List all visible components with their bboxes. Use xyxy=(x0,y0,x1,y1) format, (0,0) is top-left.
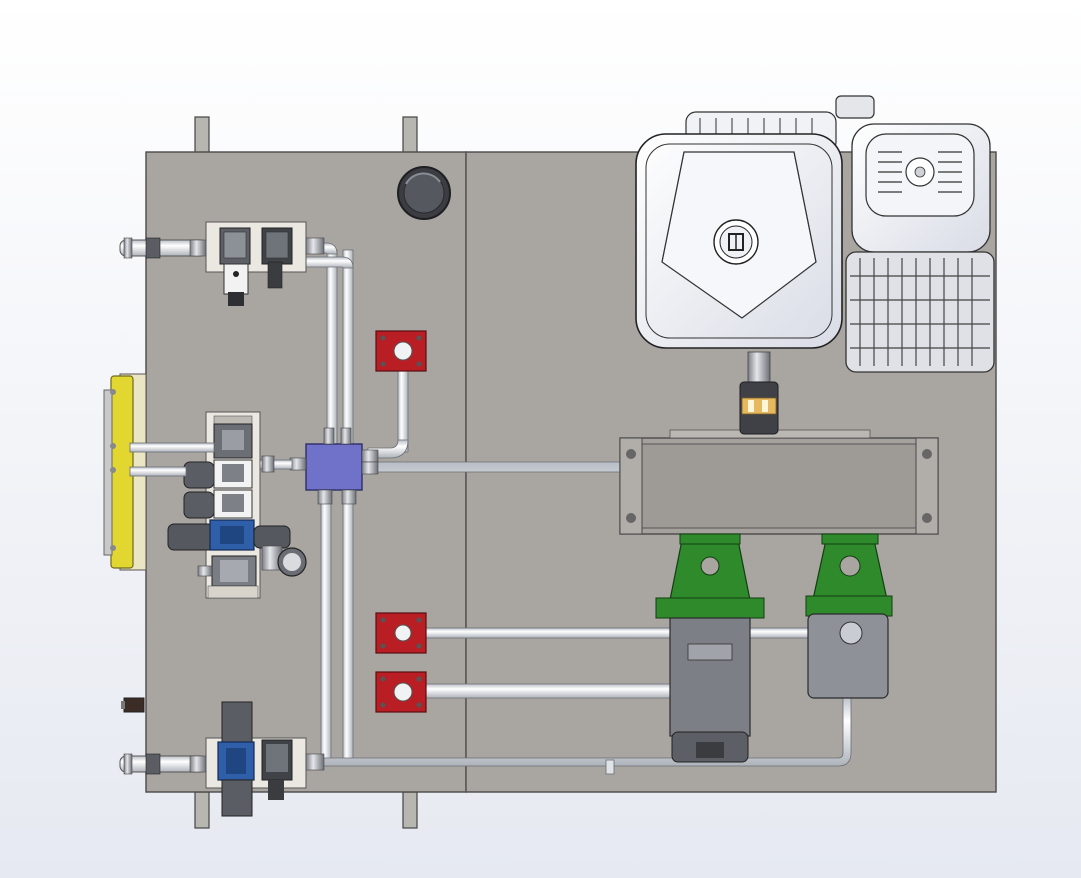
lifting-lug-bottom-right xyxy=(402,791,418,829)
directional-valve-top xyxy=(119,221,325,306)
mounting-flange-3 xyxy=(375,671,427,713)
hydraulic-pump-1 xyxy=(655,533,765,763)
pipe-network xyxy=(305,242,852,775)
filler-cap xyxy=(397,166,451,220)
lifting-lug-bottom-left xyxy=(194,791,210,829)
drain-plug xyxy=(121,697,145,713)
manifold-block xyxy=(289,427,379,505)
mounting-flange-2 xyxy=(375,612,427,654)
shaft-coupling xyxy=(739,351,779,435)
mounting-flange-1 xyxy=(375,330,427,372)
hydraulic-pump-2 xyxy=(805,533,893,699)
lifting-lug-top-left xyxy=(194,116,210,154)
motor-pump-frame xyxy=(619,429,939,535)
gasoline-engine xyxy=(635,95,995,373)
valve-to-manifold-pipe xyxy=(249,455,293,473)
lifting-lug-top-right xyxy=(402,116,418,154)
directional-valve-stack xyxy=(129,411,307,599)
directional-valve-bottom xyxy=(119,701,325,817)
